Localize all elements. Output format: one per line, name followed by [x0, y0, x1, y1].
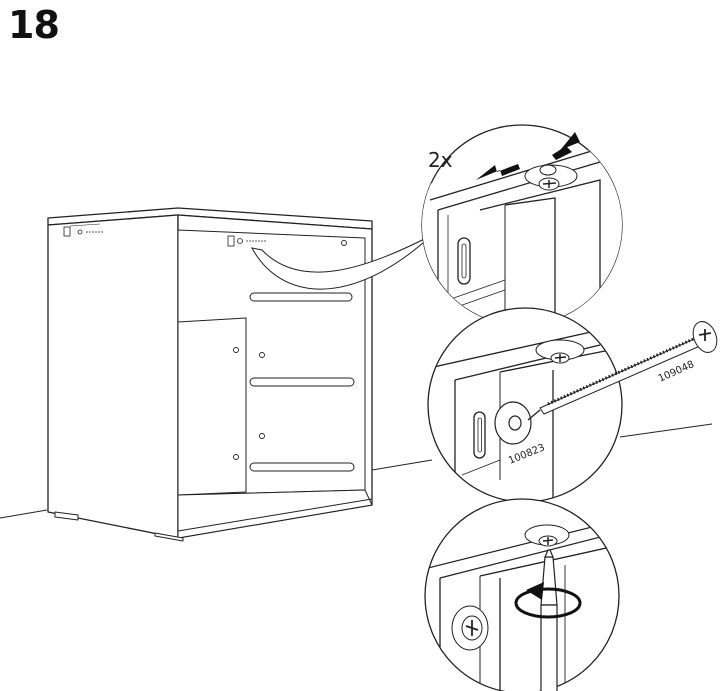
quantity-label: 2x [428, 148, 453, 172]
detail-circle-top: 2x [421, 124, 623, 326]
cabinet [47, 207, 373, 542]
step-number: 18 [8, 3, 60, 47]
detail-circle-middle: 109048 100823 [427, 307, 718, 503]
corner-fittings [63, 223, 266, 247]
screw-part-number: 109048 [657, 359, 696, 385]
detail-circle-bottom [424, 498, 620, 691]
floor-lines [0, 423, 713, 519]
